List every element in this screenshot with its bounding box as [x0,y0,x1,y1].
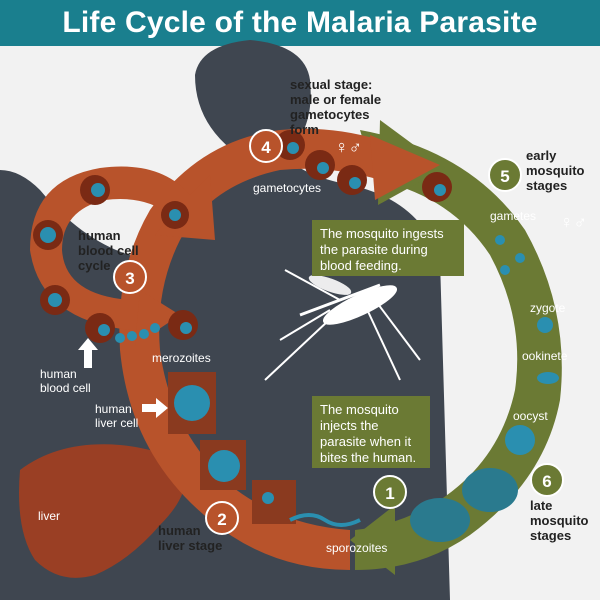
gametocytes-label: gametocytes [253,181,321,195]
stage-5-label-line3: stages [526,178,567,193]
stage-3-label-line2: blood cell [78,243,139,258]
stage-6-label-line2: mosquito [530,513,589,528]
diagram-title: Life Cycle of the Malaria Parasite [62,6,538,39]
mosquito-stage-ring [355,130,562,570]
ingest-info-text: The mosquito ingests the parasite during… [320,226,444,273]
stage-4-label-line1: sexual stage: [290,77,372,92]
stage-4-label-line4: form [290,122,319,137]
zygote-label: zygote [530,301,566,315]
gametes-label: gametes [490,209,536,223]
mosquito-stage-cells [410,235,559,542]
stage-3-label-line1: human [78,228,121,243]
inject-info-text: The mosquito injects the parasite when i… [320,402,417,465]
human-liver-cell-label-line1: human [95,402,132,416]
stage-5-number: 5 [500,167,509,186]
stage-labels: sexual stage: male or female gametocytes… [78,77,589,553]
human-stage-ring [119,128,380,570]
stage-2-label-line1: human [158,523,201,538]
liver-label: liver [38,509,60,523]
stage-4-label-line3: gametocytes [290,107,369,122]
stage-6-label-line3: stages [530,528,571,543]
title-bar: Life Cycle of the Malaria Parasite [0,0,600,46]
human-liver-cell-label-line2: liver cell [95,416,138,430]
stage-5-label-line2: mosquito [526,163,585,178]
ookinete-label: ookinete [522,349,568,363]
ingest-info-box: The mosquito ingests the parasite during… [312,220,464,276]
human-blood-cell-label-line1: human [40,367,77,381]
liver-organ [19,444,186,578]
human-arrow-head [370,135,440,200]
pointer-arrows [78,338,168,418]
stage-5-label-line1: early [526,148,557,163]
merozoites-label: merozoites [152,351,211,365]
stage-2-number: 2 [217,510,226,529]
stage-6-number: 6 [542,472,551,491]
stage-6-label-line1: late [530,498,552,513]
stage-3-number: 3 [125,269,134,288]
sporozoite-trail [289,513,361,527]
blood-cells [33,130,452,343]
stage-4-label-line2: male or female [290,92,381,107]
sporozoites-label: sporozoites [326,541,387,555]
human-blood-cell-label-line2: blood cell [40,381,91,395]
stage-4-number: 4 [261,138,271,157]
sex-symbols-icon: ♀♂ [335,137,362,157]
oocyst-label: oocyst [513,409,548,423]
inject-info-box: The mosquito injects the parasite when i… [312,396,430,468]
liver-cells [168,372,296,524]
mosquito-icon [264,269,421,381]
sporozoite-arrow-head [350,505,395,575]
gamete-sex-symbols-icon: ♀♂ [560,212,587,232]
stage-number-badges: 1 2 3 4 5 6 [113,129,564,535]
stage-2-label-line2: liver stage [158,538,222,553]
stage-1-number: 1 [385,484,394,503]
stage-3-label-line3: cycle [78,258,111,273]
structure-labels: gametocytes merozoites sporozoites gamet… [38,137,587,555]
